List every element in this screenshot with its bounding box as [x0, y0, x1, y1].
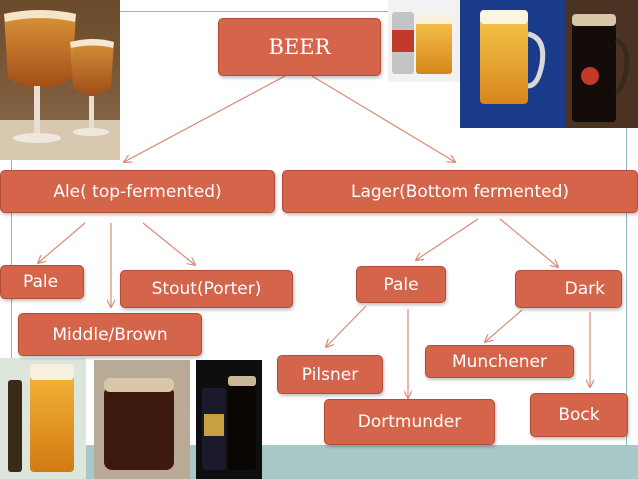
node-lager: Lager(Bottom fermented) [282, 170, 638, 213]
node-middle-brown: Middle/Brown [18, 313, 202, 356]
root-node-beer: BEER [218, 18, 381, 76]
edge-ale-to-pale [38, 222, 86, 263]
frame-line-right [626, 0, 627, 479]
node-pilsner: Pilsner [277, 355, 383, 394]
node-dortmunder-label: Dortmunder [357, 412, 462, 432]
node-munchener: Munchener [425, 345, 574, 378]
node-dark: Dark [515, 270, 622, 308]
edge-pale-to-pilsner [326, 305, 367, 347]
edge-dark-to-munchener [485, 309, 523, 342]
node-ale-label: Ale( top-fermented) [53, 181, 222, 202]
node-ale-pale: Pale [0, 265, 84, 299]
root-node-label: BEER [268, 35, 331, 59]
frame-line-left [11, 0, 12, 479]
ale-and-stout-photo [0, 358, 262, 479]
beer-goblets-photo [0, 0, 120, 160]
beer-mugs-photo [388, 0, 638, 128]
node-ale: Ale( top-fermented) [0, 170, 275, 213]
node-dortmunder: Dortmunder [324, 399, 495, 445]
node-lager-pale-label: Pale [383, 274, 419, 295]
node-bock: Bock [530, 393, 628, 437]
node-lager-label: Lager(Bottom fermented) [351, 181, 569, 202]
node-middle-brown-label: Middle/Brown [52, 324, 168, 345]
edge-ale-to-stout [142, 222, 195, 265]
node-ale-pale-label: Pale [23, 272, 59, 292]
frame-line-top [11, 11, 627, 12]
node-bock-label: Bock [558, 405, 600, 425]
node-pilsner-label: Pilsner [301, 364, 359, 385]
edge-lager-to-dark [499, 218, 558, 267]
node-stout-porter: Stout(Porter) [120, 270, 293, 308]
node-lager-pale: Pale [356, 266, 446, 303]
edge-beer-to-lager [311, 75, 455, 162]
edge-beer-to-ale [124, 75, 286, 162]
edge-lager-to-pale [416, 218, 479, 260]
node-munchener-label: Munchener [451, 351, 548, 372]
node-dark-label: Dark [564, 279, 605, 299]
node-stout-porter-label: Stout(Porter) [151, 279, 262, 299]
